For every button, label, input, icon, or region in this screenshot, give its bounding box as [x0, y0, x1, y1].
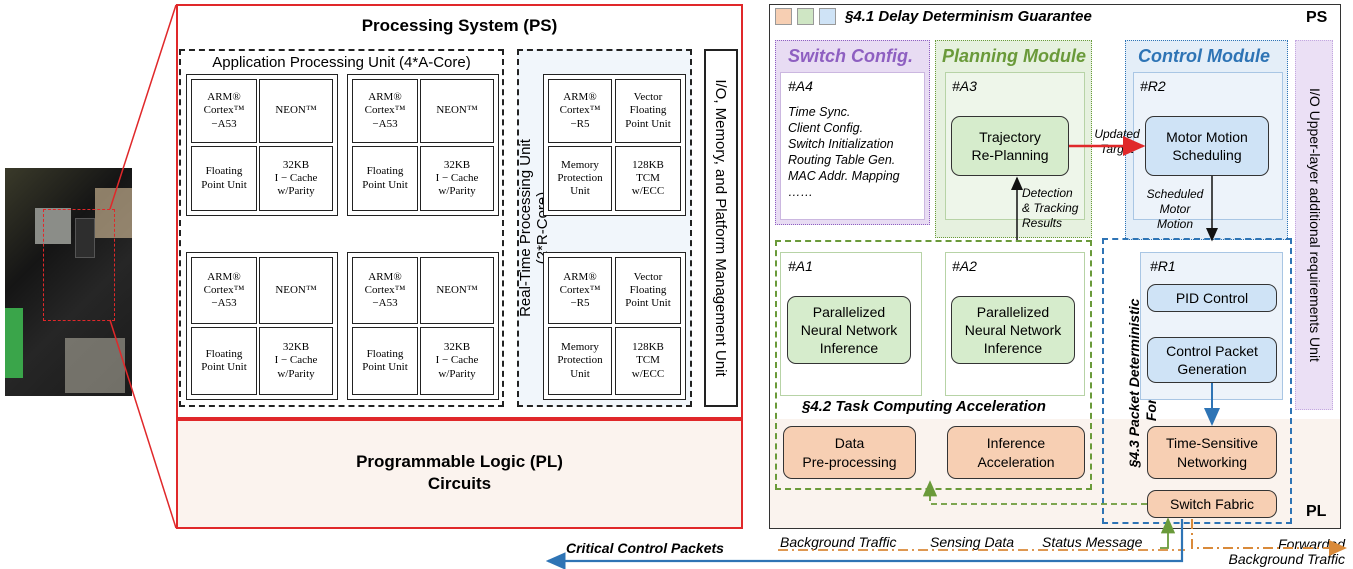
motor-motion-scheduling: Motor Motion Scheduling — [1145, 116, 1269, 176]
ps-label: PS — [1306, 9, 1328, 26]
ps-title: Processing System (PS) — [361, 16, 558, 35]
a-core-2-fpu: Floating Point Unit — [352, 146, 418, 211]
a-core-2-cache: 32KB I − Cache w/Parity — [420, 146, 494, 211]
a-core-4-cache: 32KB I − Cache w/Parity — [420, 327, 494, 395]
a-core-3-fpu: Floating Point Unit — [191, 327, 257, 395]
r2-tag: #R2 — [1140, 78, 1166, 94]
a-core-3-cache: 32KB I − Cache w/Parity — [259, 327, 333, 395]
detection-label: Detection & Tracking Results — [1022, 186, 1079, 230]
callout-top — [109, 4, 177, 210]
a-core-1-cortex: ARM® Cortex™ −A53 — [191, 79, 257, 143]
apu-box — [179, 49, 504, 407]
switch-config-title: Switch Config. — [788, 46, 913, 66]
r-core-1-vfpu: Vector Floating Point Unit — [615, 79, 681, 143]
switch-fabric: Switch Fabric — [1147, 490, 1277, 518]
control-title: Control Module — [1138, 46, 1270, 66]
a-core-3-neon: NEON™ — [259, 257, 333, 324]
r-core-1-tcm: 128KB TCM w/ECC — [615, 146, 681, 211]
a4-box — [780, 72, 925, 220]
a-core-1-neon: NEON™ — [259, 79, 333, 143]
a-core-4-cortex: ARM® Cortex™ −A53 — [352, 257, 418, 324]
pl-label: PL — [1306, 503, 1327, 520]
pl-container — [176, 419, 743, 529]
sensing-in — [1160, 517, 1176, 549]
r-core-1-cortex: ARM® Cortex™ −R5 — [548, 79, 612, 143]
a-core-2-cortex: ARM® Cortex™ −A53 — [352, 79, 418, 143]
system-frame — [769, 4, 1341, 529]
pid-control: PID Control — [1147, 284, 1277, 312]
a1-tag: #A1 — [788, 258, 813, 274]
legend-green-swatch — [797, 8, 814, 25]
a-core-1-cache: 32KB I − Cache w/Parity — [259, 146, 333, 211]
status-label: Status Message — [1042, 534, 1143, 550]
trajectory-replanning: Trajectory Re-Planning — [951, 116, 1069, 176]
background-label: Background Traffic — [780, 534, 897, 550]
r1-tag: #R1 — [1150, 258, 1176, 274]
r-core-2-cortex: ARM® Cortex™ −R5 — [548, 257, 612, 324]
time-sensitive-networking: Time-Sensitive Networking — [1147, 426, 1277, 479]
pl-title: Programmable Logic (PL) Circuits — [356, 451, 563, 493]
sensing-path — [922, 480, 1147, 505]
nn-inference-2: Parallelized Neural Network Inference — [951, 296, 1075, 364]
callout-bottom — [109, 319, 177, 529]
r-core-2-vfpu: Vector Floating Point Unit — [615, 257, 681, 324]
inference-acceleration: Inference Acceleration — [947, 426, 1085, 479]
planning-title: Planning Module — [942, 46, 1086, 66]
critical-path — [545, 519, 1184, 569]
a-core-2-neon: NEON™ — [420, 79, 494, 143]
upper-layer-box — [1295, 40, 1333, 410]
a3-tag: #A3 — [952, 78, 977, 94]
r-core-2-mpu: Memory Protection Unit — [548, 327, 612, 395]
a-core-3-cortex: ARM® Cortex™ −A53 — [191, 257, 257, 324]
guarantee-title: §4.1 Delay Determinism Guarantee — [845, 8, 1092, 25]
a-core-4-fpu: Floating Point Unit — [352, 327, 418, 395]
scheduled-label: Scheduled Motor Motion — [1146, 187, 1204, 231]
io-box — [704, 49, 738, 407]
apu-title: Application Processing Unit (4*A-Core) — [212, 53, 471, 71]
r-core-1-mpu: Memory Protection Unit — [548, 146, 612, 211]
a-core-1-fpu: Floating Point Unit — [191, 146, 257, 211]
sensing-label: Sensing Data — [930, 534, 1015, 550]
task-accel-title: §4.2 Task Computing Acceleration — [802, 398, 1046, 415]
legend-orange-swatch — [775, 8, 792, 25]
r-core-2-tcm: 128KB TCM w/ECC — [615, 327, 681, 395]
critical-label: Critical Control Packets — [566, 540, 724, 556]
legend-blue-swatch — [819, 8, 836, 25]
a4-tag: #A4 — [788, 78, 813, 94]
data-preprocessing: Data Pre-processing — [783, 426, 916, 479]
a2-tag: #A2 — [952, 258, 977, 274]
nn-inference-1: Parallelized Neural Network Inference — [787, 296, 911, 364]
a4-items: Time Sync. Client Config. Switch Initial… — [788, 105, 900, 199]
a-core-4-neon: NEON™ — [420, 257, 494, 324]
control-packet-generation: Control Packet Generation — [1147, 337, 1277, 383]
packet-fwd-box — [1102, 238, 1292, 524]
forwarded-path — [1191, 519, 1347, 556]
